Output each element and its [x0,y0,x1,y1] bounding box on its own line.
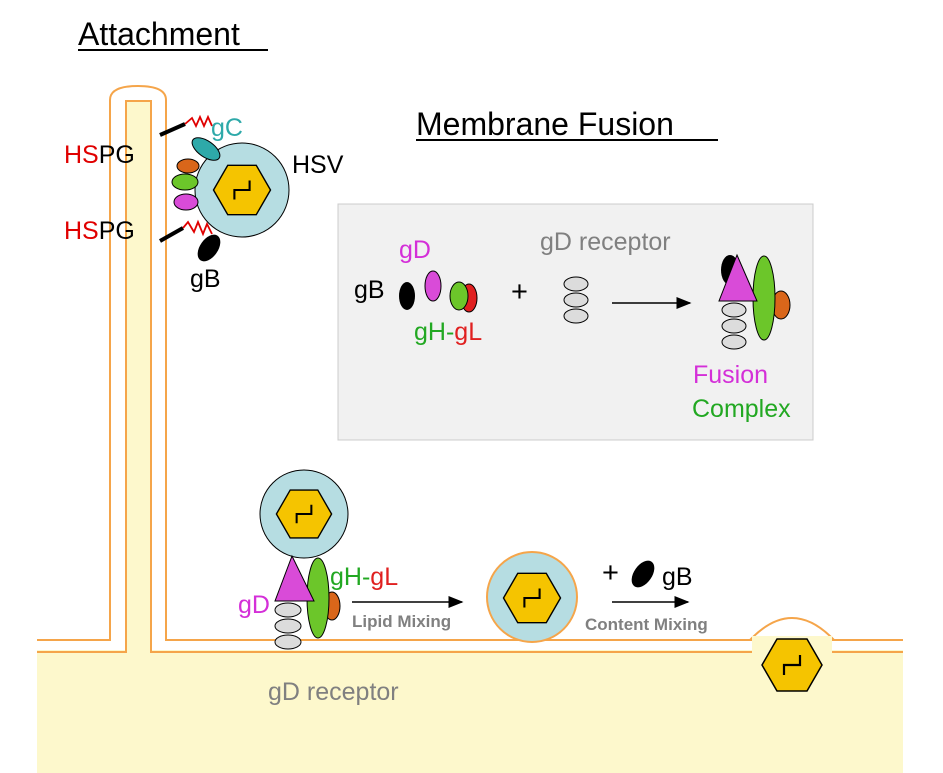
title-attachment: Attachment [78,16,240,52]
fusion-gH-text: gH- [414,318,454,346]
cell-membrane-inner [37,100,903,653]
hspg-1-chain-icon [184,114,213,129]
hspg-1-hs: HS [64,141,99,169]
host-cell [37,84,903,773]
bottom-gB-icon [631,560,655,588]
fusion-gD-icon [424,270,442,302]
cell-extension-interior [126,101,151,653]
hspg-1-pg: PG [99,141,135,169]
hspg-2-label: HSPG [64,217,135,245]
hsv-gH-icon [171,173,199,191]
lipid-mixing-label: Lipid Mixing [352,612,451,631]
hsv-label: HSV [292,151,344,179]
title-membrane-fusion: Membrane Fusion [416,106,674,142]
hspg-1-label: HSPG [64,141,135,169]
bottom-gB-label: gB [662,563,693,591]
hspg-1-stalk [159,122,186,137]
hspg-2-stalk [159,226,184,243]
hsv-gD-icon [173,193,199,211]
hsv-gC-label: gC [211,114,243,142]
fusion-gH-icon [449,281,469,311]
bottom-gHgL-label: gH-gL [330,563,398,591]
hsv-orange-glyco-icon [176,158,200,174]
hsv-gC-icon [191,137,221,161]
bottom-gD-label: gD [238,591,270,619]
fusion-complex-icon [718,253,791,350]
fusion-receptor-label: gD receptor [540,228,671,256]
bound-virion [259,469,349,559]
hsv-gB-icon [197,234,221,262]
hspg-2-pg: PG [99,217,135,245]
fusion-plus: + [511,276,528,308]
hspg-2-chain-icon [182,219,213,237]
hsv-gB-label: gB [190,265,221,293]
hspg-1: HSPG [64,114,213,169]
fusion-gB-label: gB [354,276,385,304]
cell-membrane-outer [37,84,903,641]
hspg-2-hs: HS [64,217,99,245]
fusion-complex-label-2: Complex [692,395,791,423]
bound-complex-icon [274,554,341,639]
fusion-gL-text: gL [454,318,482,346]
fusion-panel: gB gD gH-gL + gD receptor Fusion Complex [337,203,814,441]
bottom-gH-text: gH- [330,563,370,591]
fused-bulge-membrane [749,617,835,641]
bottom-gL-text: gL [370,563,398,591]
fusion-receptor-icon [563,276,589,324]
bottom-plus: + [602,557,619,589]
fusion-gHgL-label: gH-gL [414,318,482,346]
fusion-gD-label: gD [399,236,431,264]
bound-receptor-icon [274,602,302,650]
hspg-2: HSPG [64,217,213,245]
cytoplasm [37,650,903,773]
content-mixing-label: Content Mixing [585,615,708,634]
hemifused-virion [486,551,578,643]
fused-capsid [749,617,835,693]
hsv-virion: gC gB HSV [171,114,344,293]
bottom-receptor-label: gD receptor [268,678,399,706]
fusion-gB-icon [399,282,415,310]
fusion-complex-label-1: Fusion [693,361,768,389]
